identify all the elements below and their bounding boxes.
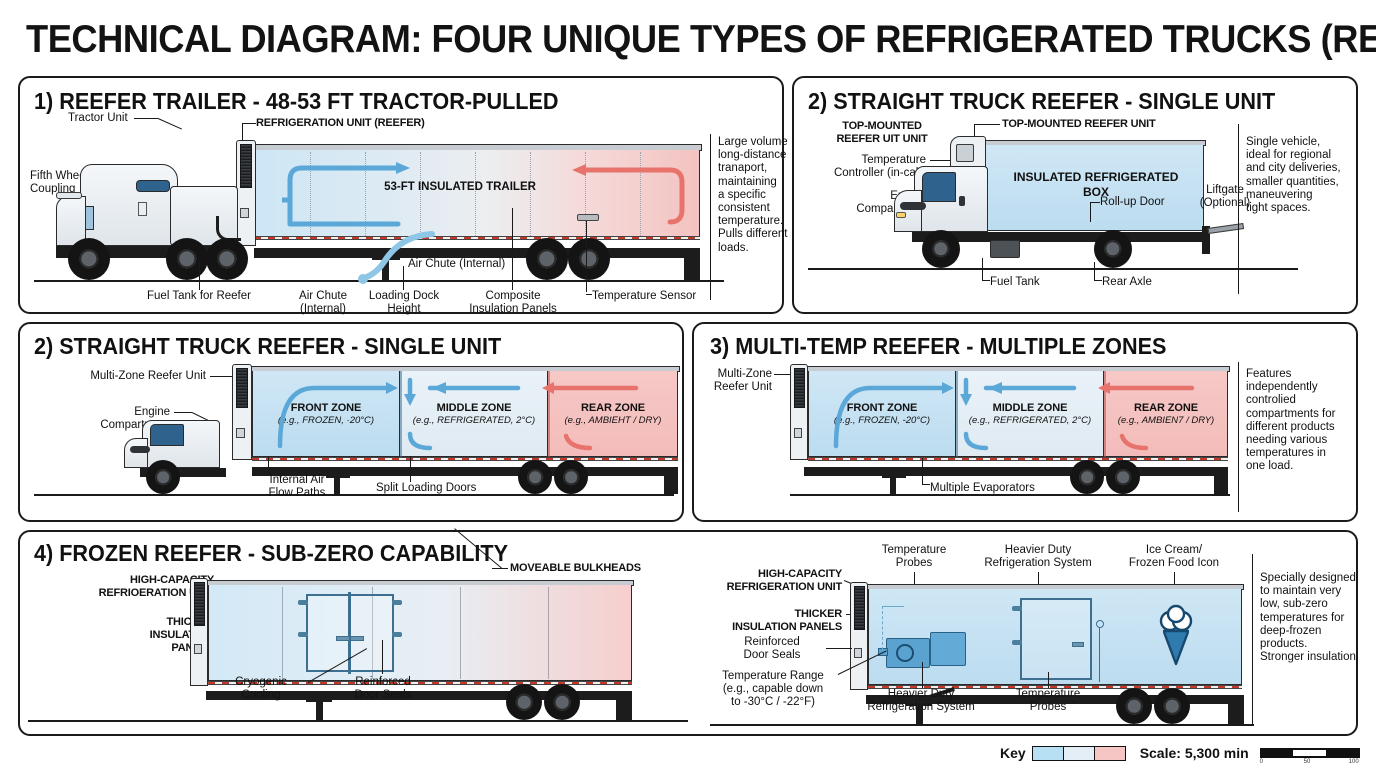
- air-chute-indicator: [350, 228, 470, 288]
- panel5-description: Specially designed to maintain very low,…: [1260, 572, 1360, 664]
- zone-rear-detail: (e.g., AMBIEHT / DRY): [564, 415, 662, 426]
- zone-front-name: FRONT ZONE: [846, 402, 918, 414]
- panel-multi-temp-reefer: 3) MULTI-TEMP REEFER - MULTIPLE ZONES Mu…: [692, 322, 1358, 522]
- key-swatch-warm: [1094, 746, 1125, 760]
- callout-air-chute-bottom: Air Chute (Internal): [299, 290, 347, 315]
- callout-top-mounted-left: TOP-MOUNTED REEFER UIT UNIT: [836, 120, 928, 145]
- zone-rear-name: REAR ZONE: [1134, 402, 1198, 414]
- panel5-title: 4) FROZEN REEFER - SUB-ZERO CAPABILITY: [34, 540, 509, 566]
- scale-tick-0: 0: [1259, 759, 1263, 765]
- zone-middle: MIDDLE ZONE (e.g., REFRIGERATED, 2°C): [956, 402, 1104, 427]
- footer-key: Key Scale: 5,300 min 0 50 100: [1000, 742, 1360, 765]
- key-swatch-mid: [1063, 746, 1095, 760]
- callout-thicker-insulation-right: THICKER INSULATION PANELS: [732, 608, 842, 633]
- key-label: Key: [1000, 745, 1026, 761]
- callout-heavier-duty-bottom: Heavier Duty Refrigeration System: [867, 688, 975, 713]
- callout-top-mounted-right: TOP-MOUNTED REEFER UNIT: [1002, 118, 1156, 130]
- key-swatches: [1031, 745, 1126, 761]
- panel-reefer-trailer: 1) REEFER TRAILER - 48-53 FT TRACTOR-PUL…: [18, 76, 788, 315]
- zone-airflow-arrows: [260, 374, 670, 456]
- callout-air-chute-internal: Air Chute (Internal): [408, 258, 506, 270]
- callout-cryogenic-cooling: Cryogenic Cooling: [235, 676, 287, 701]
- callout-split-loading-doors: Split Loading Doors: [376, 482, 477, 494]
- panel4-title: 3) MULTI-TEMP REEFER - MULTIPLE ZONES: [710, 333, 1167, 359]
- panel2-description: Single vehicle, ideal for regional and c…: [1246, 136, 1341, 215]
- callout-refrigeration-unit: REFRIGERATION UNIT (REEFER): [256, 117, 425, 129]
- callout-fuel-tank: Fuel Tank: [990, 276, 1040, 288]
- ice-cream-icon: [1154, 602, 1198, 670]
- callout-liftgate: Liftgate (Optional): [1199, 184, 1251, 209]
- panel4-description: Features independently controlied compar…: [1246, 368, 1336, 473]
- callout-door-seals-left: Reinforced Door Seals: [354, 676, 412, 701]
- scale-bar: 0 50 100: [1259, 748, 1360, 765]
- callout-ice-cream-icon-label: Ice Cream/ Frozen Food Icon: [1128, 544, 1220, 569]
- callout-tractor-unit: Tractor Unit: [68, 112, 128, 124]
- panel-frozen-reefer: 4) FROZEN REEFER - SUB-ZERO CAPABILITY H…: [18, 528, 1359, 736]
- callout-insulation-panels: Composite Insulation Panels: [469, 290, 557, 315]
- callout-temperature-sensor: Temperature Sensor: [592, 290, 697, 302]
- scale-label: Scale: 5,300 min: [1139, 745, 1249, 761]
- zone-rear: REAR ZONE (e.g., AMBIEN7 / DRY): [1104, 402, 1228, 427]
- panel3-title: 2) STRAIGHT TRUCK REEFER - SINGLE UNIT: [34, 333, 502, 359]
- callout-temp-probes-top: Temperature Probes: [881, 544, 947, 569]
- panel2-title: 2) STRAIGHT TRUCK REEFER - SINGLE UNIT: [808, 88, 1276, 114]
- zone-middle-detail: (e.g., REFRIGERATED, 2°C): [412, 415, 536, 426]
- zone-front-name: FRONT ZONE: [290, 402, 362, 414]
- callout-rollup-door: Roll-up Door: [1100, 196, 1165, 208]
- callout-door-seals-right: Reinforced Door Seals: [743, 636, 801, 661]
- scale-tick-100: 100: [1348, 759, 1359, 765]
- scale-tick-50: 50: [1303, 759, 1311, 765]
- panel1-title: 1) REEFER TRAILER - 48-53 FT TRACTOR-PUL…: [34, 88, 559, 114]
- panel-straight-truck-reefer: 2) STRAIGHT TRUCK REEFER - SINGLE UNIT T…: [792, 76, 1358, 314]
- zone-middle-name: MIDDLE ZONE: [992, 402, 1068, 414]
- callout-temp-controller: Temperature Controller (in-cab): [833, 154, 926, 179]
- callout-multizone-unit: Multi-Zone Reefer Unit: [90, 370, 206, 382]
- airflow-arrow-warm: [560, 154, 690, 238]
- callout-multizone-reefer-unit: Multi-Zone Reefer Unit: [713, 368, 772, 393]
- callout-multiple-evaporators: Multiple Evaporators: [930, 482, 1035, 494]
- callout-airflow-paths: Internal Air Flow Paths: [268, 474, 326, 499]
- airflow-arrow-cold: [268, 154, 418, 238]
- callout-loading-dock-height: Loading Dock Height: [368, 290, 440, 315]
- zone-airflow-arrows: [816, 374, 1226, 456]
- zone-front-detail: (e.g., FROZEN, ·20°C): [277, 415, 375, 426]
- callout-temp-probes-bottom: Temperature Probes: [1015, 688, 1081, 713]
- callout-temperature-range: Temperature Range (e.g., capable down to…: [722, 670, 824, 708]
- zone-middle: MIDDLE ZONE (e.g., REFRIGERATED, 2°C): [400, 402, 548, 427]
- panel1-description: Large volume long-distance tranaport, ma…: [718, 136, 788, 254]
- callout-heavier-duty-top: Heavier Duty Refrigeration System: [984, 544, 1092, 569]
- zone-middle-name: MIDDLE ZONE: [436, 402, 512, 414]
- callout-rear-axle: Rear Axle: [1102, 276, 1152, 288]
- zone-front-detail: (e.g., FROZEN, -20°C): [833, 415, 931, 426]
- zone-rear-detail: (e.g., AMBIEN7 / DRY): [1117, 415, 1215, 426]
- callout-moveable-bulkheads: MOVEABLE BULKHEADS: [510, 562, 641, 574]
- zone-front: FRONT ZONE (e.g., FROZEN, -20°C): [808, 402, 956, 427]
- trailer-label: 53-FT INSULATED TRAILER: [384, 181, 536, 193]
- callout-fuel-tank-reefer: Fuel Tank for Reefer: [147, 290, 251, 302]
- zone-front: FRONT ZONE (e.g., FROZEN, ·20°C): [252, 402, 400, 427]
- zone-rear: REAR ZONE (e.g., AMBIEHT / DRY): [548, 402, 678, 427]
- insulated-box-label: INSULATED REFRIGERATED BOX: [1013, 170, 1179, 199]
- panel-straight-truck-reefer-zones: 2) STRAIGHT TRUCK REEFER - SINGLE UNIT M…: [18, 322, 684, 522]
- zone-rear-name: REAR ZONE: [581, 402, 645, 414]
- page-title: TECHNICAL DIAGRAM: FOUR UNIQUE TYPES OF …: [26, 18, 1376, 61]
- callout-high-capacity-unit-right: HIGH-CAPACITY REFRIGERATION UNIT: [726, 568, 843, 593]
- zone-middle-detail: (e.g., REFRIGERATED, 2°C): [968, 415, 1092, 426]
- key-swatch-cold: [1032, 746, 1064, 760]
